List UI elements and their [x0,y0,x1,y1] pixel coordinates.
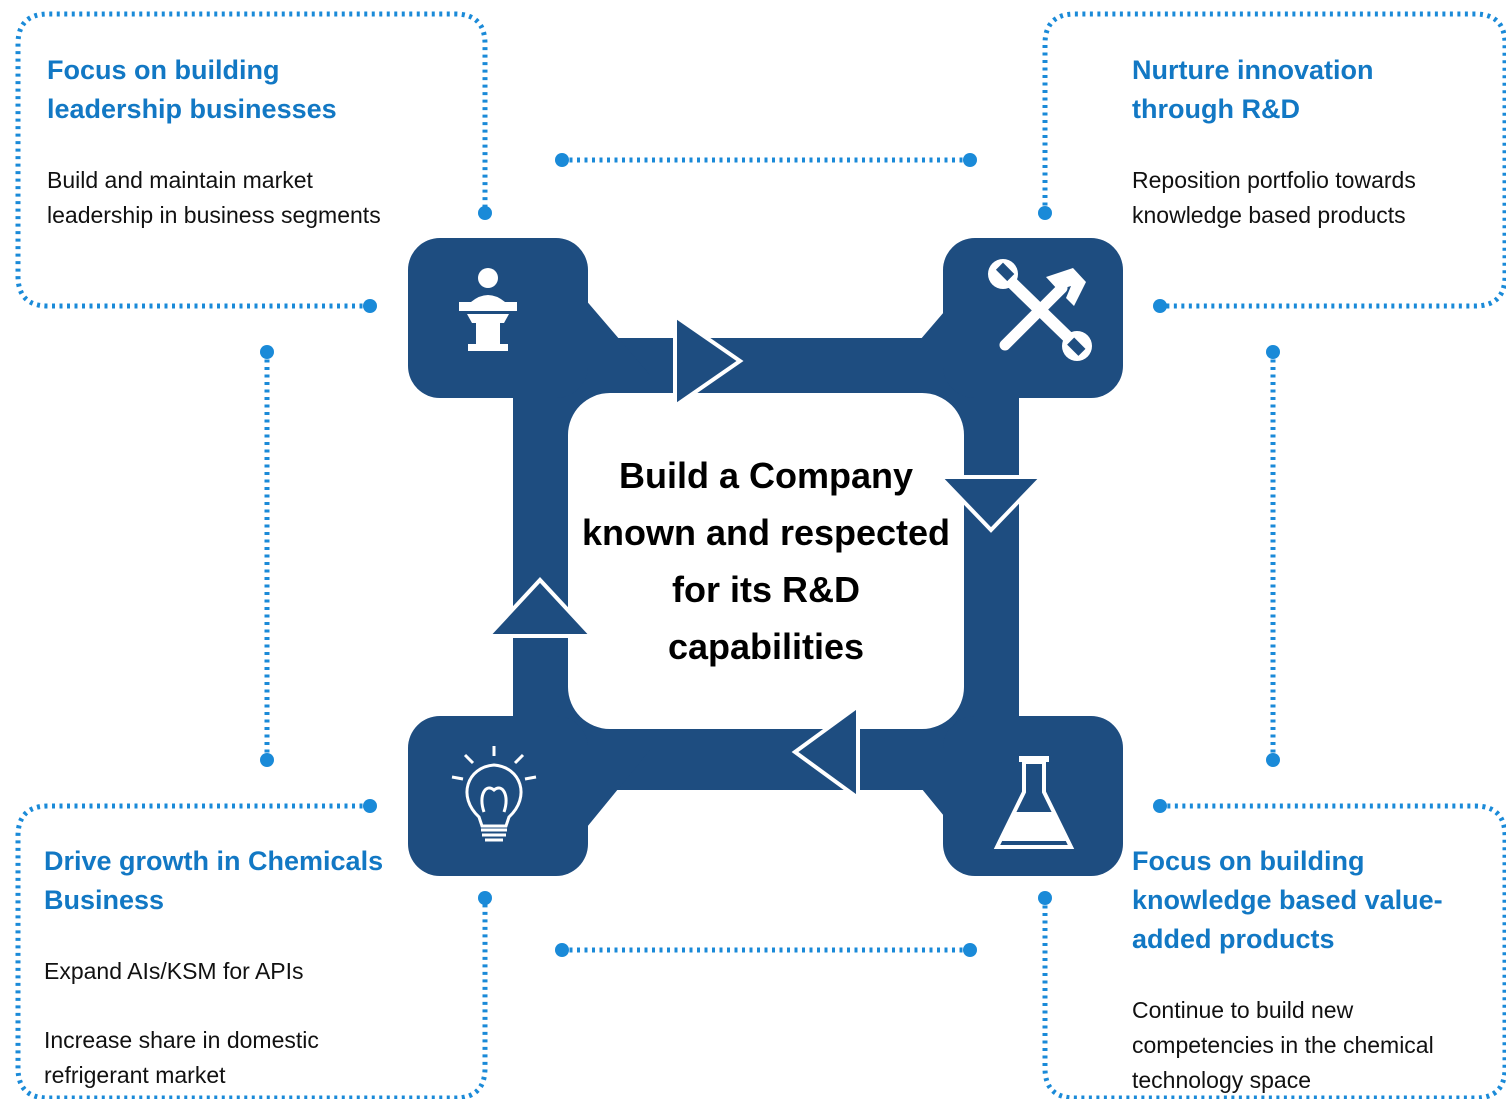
quadrant-top-right: Nurture innovation through R&D Repositio… [1132,51,1482,233]
connector-dot [555,943,569,957]
arrow-up [483,577,597,638]
quadrant-description: Continue to build new competencies in th… [1132,997,1434,1093]
quadrant-description: Expand AIs/KSM for APIs [44,958,304,984]
connector-accent [995,262,1086,356]
connector-dot [1266,345,1280,359]
quadrant-title: Focus on building knowledge based value-… [1132,846,1443,954]
connector-dot [555,153,569,167]
connector-dot [963,943,977,957]
center-panel [568,393,964,729]
frame-bottom-right [1042,803,1506,1099]
quadrant-description: Reposition portfolio towards knowledge b… [1132,167,1416,228]
quadrant-title: Drive growth in Chemicals Business [44,846,384,915]
quadrant-bottom-left: Drive growth in Chemicals Business Expan… [44,842,464,1093]
icon-box-bottom-left [408,716,588,876]
flask-icon [993,756,1075,849]
wrench-hammer-icon [988,259,1092,361]
connector-dot [1038,206,1052,220]
connector-dot [1038,891,1052,905]
arrow-down [935,475,1047,533]
quadrant-title: Nurture innovation through R&D [1132,55,1374,124]
center-statement: Build a Company known and respected for … [581,455,951,667]
lightbulb-icon [451,746,537,842]
arrow-left [791,702,860,802]
connector-dot [1153,799,1167,813]
icon-box-bottom-right [943,716,1123,876]
quadrant-title: Focus on building leadership businesses [47,55,337,124]
connector-dot [963,153,977,167]
frame-top-right [1042,11,1506,309]
connector-dot [478,891,492,905]
connector-dot [1266,753,1280,767]
quadrant-top-left: Focus on building leadership businesses … [47,51,467,233]
quadrant-description: Build and maintain market leadership in … [47,167,381,228]
connector-dot [478,206,492,220]
connector-dot [260,753,274,767]
connector-dot [1153,299,1167,313]
connector-dot [363,299,377,313]
quadrant-bottom-right: Focus on building knowledge based value-… [1132,842,1482,1098]
podium-speaker-icon [459,268,517,351]
arrow-right [673,312,744,410]
connector-dot [363,799,377,813]
quadrant-description-secondary: Increase share in domestic refrigerant m… [44,1027,319,1088]
connector-dot [260,345,274,359]
